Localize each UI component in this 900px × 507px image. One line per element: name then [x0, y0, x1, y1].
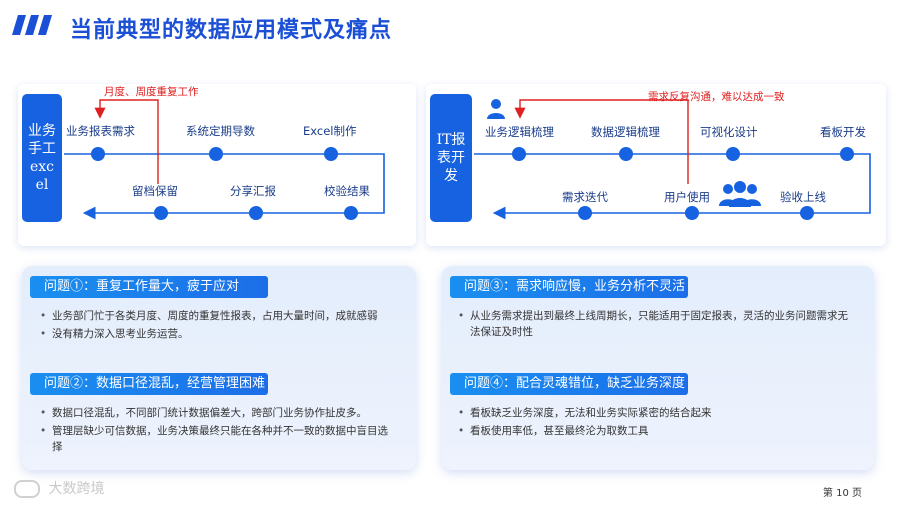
list-item: 业务部门忙于各类月度、周度的重复性报表，占用大量时间，成就感弱: [38, 308, 396, 324]
step-label: 分享汇报: [230, 184, 276, 198]
step-label: 业务逻辑梳理: [485, 125, 554, 139]
flow-lines: [64, 99, 871, 220]
page-number: 第 10 页: [822, 488, 862, 499]
step-label: 留档保留: [132, 184, 178, 198]
step-label: 需求迭代: [562, 190, 608, 204]
step-dot: [840, 147, 854, 161]
step-dot: [344, 206, 358, 220]
problem-2-list: 数据口径混乱，不同部门统计数据偏差大，跨部门业务协作扯皮多。 管理层缺少可信数据…: [38, 405, 396, 457]
user-group-icon: [719, 181, 761, 207]
list-item: 数据口径混乱，不同部门统计数据偏差大，跨部门业务协作扯皮多。: [38, 405, 396, 421]
list-item: 没有精力深入思考业务运营。: [38, 326, 396, 342]
step-dot: [91, 147, 105, 161]
step-label: 数据逻辑梳理: [591, 125, 660, 139]
brand-name: 大数跨境: [48, 481, 105, 497]
list-item: 看板使用率低，甚至最终沦为取数工具: [456, 423, 856, 439]
left-feedback-note: 月度、周度重复工作: [104, 86, 199, 98]
it-report-dev-label: IT报 表开 发: [430, 94, 472, 222]
step-label: Excel制作: [303, 124, 357, 138]
list-item: 管理层缺少可信数据，业务决策最终只能在各种并不一致的数据中盲目选择: [38, 423, 396, 455]
step-dot: [324, 147, 338, 161]
step-dot: [800, 206, 814, 220]
step-label: 可视化设计: [700, 125, 758, 139]
step-label: 验收上线: [780, 190, 826, 204]
title-bars-icon: [12, 15, 52, 35]
user-icon: [487, 99, 505, 119]
step-dot: [512, 147, 526, 161]
problem-4-heading: 问题④：配合灵魂错位，缺乏业务深度: [450, 373, 688, 395]
step-label: 看板开发: [820, 125, 866, 139]
list-item: 看板缺乏业务深度，无法和业务实际紧密的结合起来: [456, 405, 856, 421]
step-label: 业务报表需求: [66, 124, 135, 138]
brand-watermark: 大数跨境: [14, 478, 104, 498]
problem-3-heading: 问题③：需求响应慢，业务分析不灵活: [450, 276, 688, 298]
problem-2-heading: 问题②：数据口径混乱，经营管理困难: [30, 373, 268, 395]
step-dot: [619, 147, 633, 161]
step-label: 系统定期导数: [186, 124, 255, 138]
step-dot: [578, 206, 592, 220]
step-dot: [726, 147, 740, 161]
problem-1-list: 业务部门忙于各类月度、周度的重复性报表，占用大量时间，成就感弱 没有精力深入思考…: [38, 308, 396, 344]
step-label: 用户使用: [664, 190, 710, 204]
problem-1-heading: 问题①：重复工作量大，疲于应对: [30, 276, 268, 298]
right-feedback-note: 需求反复沟通，难以达成一致: [648, 91, 785, 103]
step-dot: [209, 147, 223, 161]
step-dot: [154, 206, 168, 220]
problem-3-list: 从业务需求提出到最终上线周期长，只能适用于固定报表，灵活的业务问题需求无法保证及…: [456, 308, 856, 342]
step-label: 校验结果: [324, 184, 370, 198]
manual-excel-label: 业务 手工 exc el: [22, 94, 62, 222]
step-dot: [249, 206, 263, 220]
page-title: 当前典型的数据应用模式及痛点: [70, 17, 393, 43]
problem-4-list: 看板缺乏业务深度，无法和业务实际紧密的结合起来 看板使用率低，甚至最终沦为取数工…: [456, 405, 856, 441]
list-item: 从业务需求提出到最终上线周期长，只能适用于固定报表，灵活的业务问题需求无法保证及…: [456, 308, 856, 340]
step-dot: [685, 206, 699, 220]
brand-logo-icon: [14, 480, 40, 498]
